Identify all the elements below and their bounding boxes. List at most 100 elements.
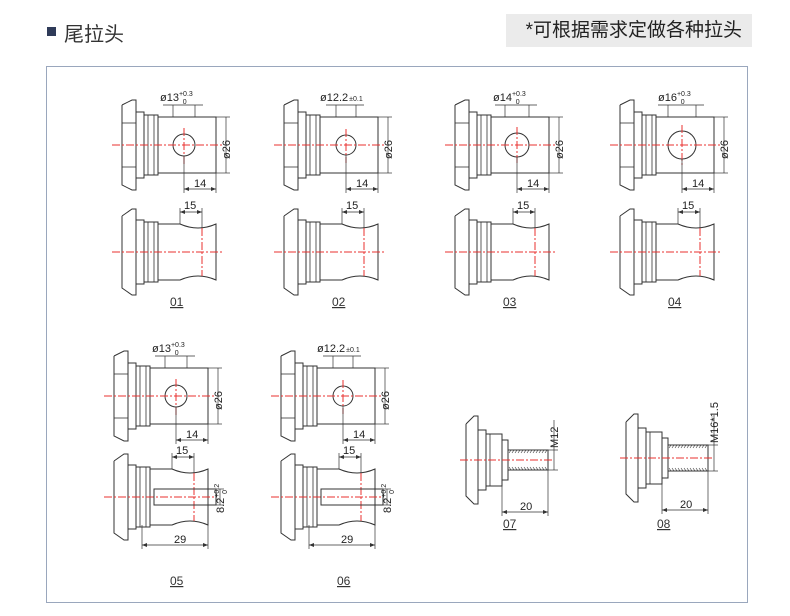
arrow-head (309, 543, 314, 547)
thread-mark (535, 466, 539, 471)
thread-mark (674, 467, 678, 472)
part-number-07: 07 (503, 517, 517, 531)
waisted-body (655, 223, 715, 281)
arrow-head (662, 508, 667, 512)
arrow-head (203, 438, 208, 442)
hex-flange (619, 99, 635, 191)
part-number-08: 08 (657, 517, 671, 531)
thread-mark (520, 466, 524, 471)
diameter-label: ø26 (719, 140, 731, 159)
hole-dimension-label: 8.2+0.20 (214, 484, 229, 513)
hex-flange (113, 350, 129, 442)
thread-mark (668, 444, 672, 449)
part-number-01: 01 (170, 295, 184, 309)
thread-mark (683, 467, 687, 472)
arrow-head (359, 210, 364, 214)
dimension-main: 8.2 (382, 498, 394, 513)
tolerance-upper: +0.2 (214, 484, 221, 498)
total-length-label: 29 (174, 534, 186, 546)
hex-flange (121, 99, 137, 191)
arrow-head (189, 455, 194, 459)
thread-label: M16*1.5 (709, 402, 721, 443)
arrow-head (502, 510, 507, 514)
thread-mark (689, 444, 693, 449)
arrow-head (695, 210, 700, 214)
tolerance-upper: +0.3 (171, 342, 185, 349)
thread-mark (692, 467, 696, 472)
thread-mark (671, 467, 675, 472)
thread-mark (674, 444, 678, 449)
thread-mark (683, 444, 687, 449)
thread-mark (526, 449, 530, 454)
thread-mark (523, 449, 527, 454)
thread-mark (517, 466, 521, 471)
part-05-side-view: 15 8.2+0.20 29 (104, 445, 229, 549)
side-length-label: 15 (184, 200, 196, 212)
thread-mark (695, 444, 699, 449)
length-label: 20 (680, 499, 692, 511)
total-length-label: 29 (341, 534, 353, 546)
length-label: 14 (194, 178, 206, 190)
hex-flange (625, 413, 639, 503)
hex-flange (280, 453, 296, 541)
thread-mark (508, 449, 512, 454)
thread-label: M12 (549, 427, 561, 448)
thread-mark (698, 467, 702, 472)
custom-note-badge: *可根据需求定做各种拉头 (505, 14, 752, 47)
thread-mark (680, 444, 684, 449)
dimension-main: 8.2 (215, 498, 227, 513)
thread-mark (695, 467, 699, 472)
arrow-head (543, 510, 548, 514)
arrow-head (678, 210, 683, 214)
length-label: 14 (692, 178, 704, 190)
thread-mark (692, 444, 696, 449)
diameter-label: ø26 (383, 140, 395, 159)
thread-mark (701, 444, 705, 449)
length-label: 14 (186, 429, 198, 441)
tolerance-upper: +0.3 (677, 91, 691, 98)
part-07-threaded-view: M12 20 (460, 415, 561, 516)
arrow-head (544, 187, 549, 191)
slot (153, 488, 217, 506)
thread-mark (668, 467, 672, 472)
slot (320, 488, 384, 506)
thread-mark (520, 449, 524, 454)
part-01-side-view: 15 (112, 200, 222, 296)
thread-mark (544, 466, 548, 471)
side-length-label: 15 (176, 445, 188, 457)
hex-flange (619, 208, 635, 296)
tolerance-lower: 0 (681, 99, 685, 106)
hex-flange (283, 208, 299, 296)
section-title: 尾拉头 (64, 24, 124, 46)
hole-dimension-label: ø12.2±0.1 (320, 92, 363, 104)
thread-mark (532, 449, 536, 454)
tolerance-lower: 0 (175, 350, 179, 357)
hex-flange (113, 453, 129, 541)
arrow-head (682, 187, 687, 191)
arrow-head (142, 543, 147, 547)
thread-mark (704, 467, 708, 472)
part-number-03: 03 (503, 295, 517, 309)
arrow-head (211, 187, 216, 191)
diameter-label: ø26 (221, 140, 233, 159)
side-length-label: 15 (343, 445, 355, 457)
tolerance-lower: 0 (222, 490, 229, 494)
arrow-head (373, 187, 378, 191)
waisted-body (157, 223, 217, 281)
thread-mark (535, 449, 539, 454)
tolerance-upper: +0.3 (179, 91, 193, 98)
tolerance-lower: 0 (389, 490, 396, 494)
thread-mark (680, 467, 684, 472)
length-label: 20 (520, 501, 532, 513)
thread-mark (532, 466, 536, 471)
dimension-main: ø13 (160, 92, 179, 104)
arrow-head (709, 187, 714, 191)
